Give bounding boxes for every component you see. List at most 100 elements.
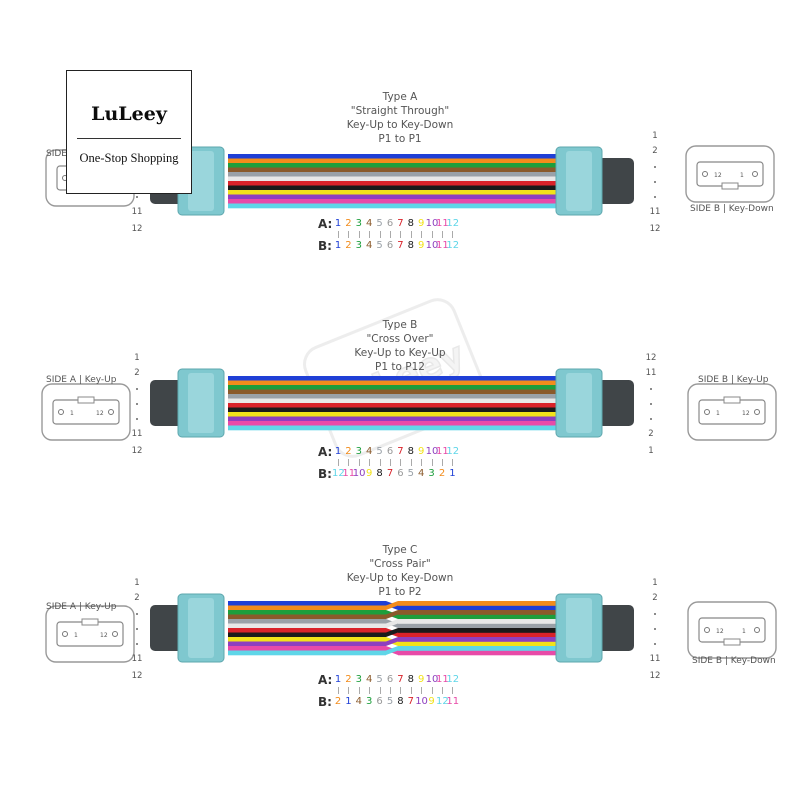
type-b-row-a-fiber: 6 bbox=[386, 446, 394, 457]
fiber-cross bbox=[386, 637, 398, 646]
type-a-pin-right: 12 bbox=[649, 224, 661, 234]
type-b-row-a-fiber: 8 bbox=[407, 446, 414, 457]
fiber-cross bbox=[386, 646, 398, 655]
type-b-row-a-fiber: 5 bbox=[376, 446, 383, 457]
type-b-row-a-fiber: 1 bbox=[334, 446, 342, 457]
port-label-end: 1 bbox=[740, 172, 744, 179]
type-b-row-b-fiber: 8 bbox=[376, 468, 383, 479]
fiber-connection-tick bbox=[338, 459, 339, 466]
type-c-mapping: P1 to P2 bbox=[378, 586, 422, 598]
fiber-band-left bbox=[228, 619, 386, 624]
type-c-side-a-label: SIDE A | Key-Up bbox=[46, 602, 117, 612]
fiber-band bbox=[228, 421, 558, 426]
connector-latch bbox=[188, 373, 214, 433]
fiber-band-left bbox=[228, 632, 386, 638]
fiber-band-right bbox=[398, 641, 558, 647]
logo-divider bbox=[77, 138, 181, 139]
fiber-connection-tick bbox=[358, 459, 360, 466]
type-c-pin-left: 12 bbox=[131, 671, 143, 681]
type-b-name: Type B bbox=[382, 319, 418, 331]
port-label-end: 12 bbox=[742, 410, 750, 417]
port-label-start: 1 bbox=[716, 410, 720, 417]
fiber-connection-tick bbox=[452, 687, 454, 694]
fiber-connection-tick bbox=[410, 231, 412, 238]
fiber-connection-tick bbox=[400, 231, 402, 238]
type-c-pin-right: 11 bbox=[649, 654, 661, 664]
type-a-pin-left: 12 bbox=[131, 224, 143, 234]
connector-boot bbox=[150, 605, 186, 651]
type-a-row-b-fiber: 10 bbox=[425, 240, 439, 251]
type-a-row-b-fiber: 2 bbox=[345, 240, 352, 251]
type-c-title: Type C "Cross Pair" Key-Up to Key-Down P… bbox=[300, 543, 500, 599]
fiber-band bbox=[228, 380, 558, 386]
type-b-pin-right: 11 bbox=[645, 368, 657, 378]
fiber-connection-tick bbox=[431, 231, 433, 238]
type-b-pin-left: 1 bbox=[134, 353, 140, 363]
fiber-connection-tick bbox=[390, 687, 391, 694]
connector-boot bbox=[150, 380, 186, 426]
fiber-connection-tick bbox=[442, 231, 443, 238]
pin-ellipsis-dot bbox=[136, 403, 138, 405]
type-c-pin-left: 2 bbox=[134, 593, 140, 603]
fiber-band bbox=[228, 158, 558, 164]
fiber-band-right bbox=[398, 623, 558, 629]
type-c-row-b-fiber: 3 bbox=[366, 696, 373, 707]
fiber-band-left bbox=[228, 646, 386, 651]
type-a-row-b-fiber: 3 bbox=[355, 240, 362, 251]
fiber-cross bbox=[386, 619, 398, 628]
fiber-band bbox=[228, 403, 558, 408]
fiber-band bbox=[228, 389, 558, 395]
type-a-row-a-fiber: 4 bbox=[366, 218, 373, 229]
type-a-row-b-fiber: 7 bbox=[397, 240, 404, 251]
type-c-row-a-fiber: 5 bbox=[376, 674, 383, 685]
fiber-band bbox=[228, 407, 558, 413]
type-b-row-b-fiber: 11 bbox=[342, 468, 356, 479]
type-b-row-a-fiber: 7 bbox=[397, 446, 404, 457]
pin-ellipsis-dot bbox=[654, 643, 656, 645]
type-b-row-a-fiber: 12 bbox=[446, 446, 460, 457]
type-a-pin-right: 1 bbox=[652, 131, 658, 141]
fiber-band bbox=[228, 194, 558, 200]
port-label-start: 12 bbox=[714, 172, 722, 179]
type-c-row-a-fiber: 6 bbox=[386, 674, 394, 685]
type-c-row-a-fiber: 3 bbox=[355, 674, 362, 685]
type-c-row-b-fiber: 10 bbox=[415, 696, 428, 707]
fiber-band-left bbox=[228, 614, 386, 620]
fiber-connection-tick bbox=[421, 687, 423, 694]
type-b-row-b-fiber: 1 bbox=[449, 468, 456, 479]
fiber-connection-tick bbox=[400, 459, 402, 466]
fiber-connection-tick bbox=[421, 231, 423, 238]
type-c-pin-right: 2 bbox=[652, 593, 658, 603]
type-c-pin-left: 11 bbox=[131, 654, 143, 664]
type-b-side-a-label: SIDE A | Key-Up bbox=[46, 375, 117, 385]
fiber-band-right bbox=[398, 605, 558, 611]
type-a-row-a-fiber: 7 bbox=[397, 218, 404, 229]
type-c-row-b-fiber: 9 bbox=[428, 696, 435, 707]
type-c-row-b-fiber: 8 bbox=[397, 696, 404, 707]
pin-ellipsis-dot bbox=[654, 613, 656, 615]
type-b-pin-right: 1 bbox=[648, 446, 654, 456]
pin-ellipsis-dot bbox=[654, 166, 656, 168]
fiber-band-left bbox=[228, 637, 386, 642]
fiber-connection-tick bbox=[348, 687, 350, 694]
fiber-band-right bbox=[398, 632, 558, 638]
fiber-band bbox=[228, 154, 558, 159]
type-c-row-a-label: A: bbox=[318, 673, 333, 687]
type-c-row-a-fiber: 12 bbox=[446, 674, 460, 685]
fiber-band bbox=[228, 412, 558, 417]
fiber-band bbox=[228, 376, 558, 381]
type-b-mapping: P1 to P12 bbox=[375, 361, 425, 373]
type-c-row-a-fiber: 11 bbox=[436, 674, 449, 685]
fiber-band-right bbox=[398, 646, 558, 651]
type-b-cable bbox=[150, 368, 634, 438]
fiber-connection-tick bbox=[431, 459, 433, 466]
port-key bbox=[77, 396, 95, 404]
fiber-connection-tick bbox=[369, 687, 371, 694]
fiber-band-left bbox=[228, 605, 386, 611]
fiber-connection-tick bbox=[442, 687, 443, 694]
type-a-pin-right: 2 bbox=[652, 146, 658, 156]
type-b-row-a-fiber: 2 bbox=[345, 446, 352, 457]
type-b-row-b-fiber: 9 bbox=[366, 468, 373, 479]
